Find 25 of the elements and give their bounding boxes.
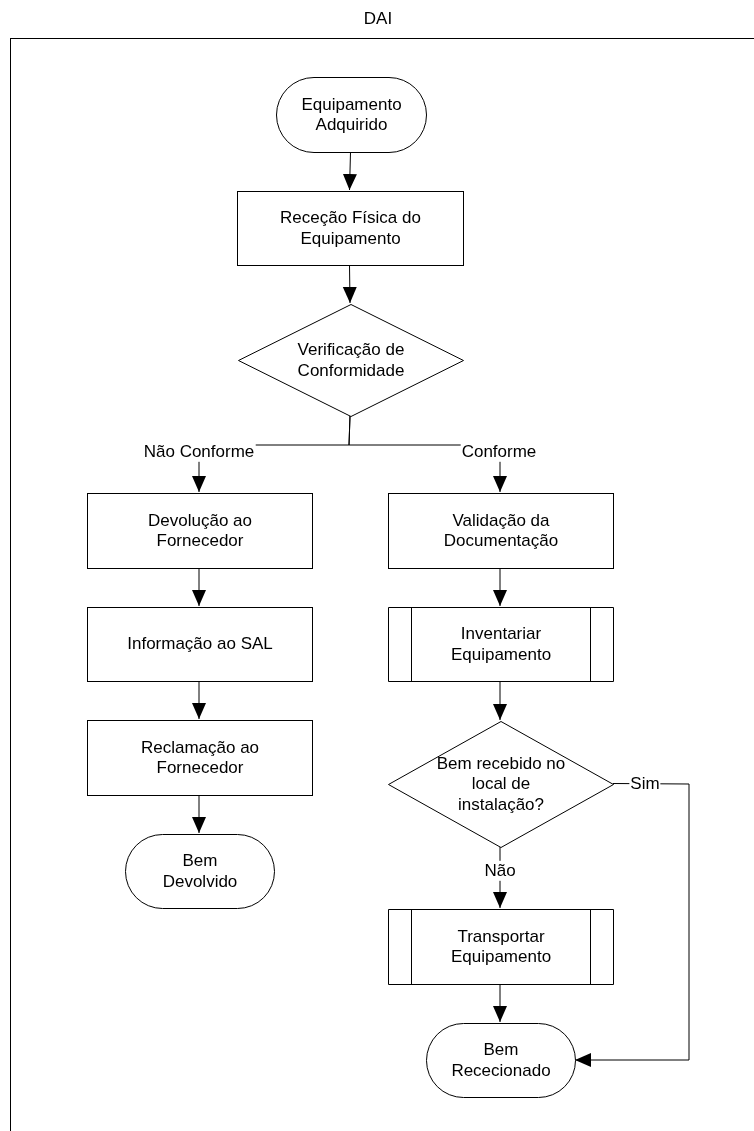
node-label: Bem Rececionado [450, 1040, 552, 1081]
arrow [192, 567, 206, 607]
arrow [493, 567, 507, 607]
node-label: Receção Física do Equipamento [279, 208, 422, 249]
node-label: Bem Devolvido [161, 851, 239, 892]
node-label: Reclamação ao Fornecedor [139, 737, 261, 779]
node-label: Transportar Equipamento [449, 926, 553, 968]
node-label: Devolução ao Fornecedor [147, 510, 253, 552]
arrow [192, 794, 206, 834]
node-label: Inventariar Equipamento [449, 624, 553, 665]
node-label: Verificação de Conformidade [296, 340, 406, 381]
lane-title: DAI [362, 9, 394, 30]
node-label: Validação da Documentação [442, 510, 560, 552]
edge-label: Não Conforme [142, 441, 256, 463]
node-label: Bem recebido no local de instalação? [435, 753, 567, 816]
arrow [342, 151, 357, 191]
arrow [493, 680, 507, 721]
edge-label: Conforme [460, 441, 538, 463]
arrow [342, 264, 357, 304]
arrow [493, 983, 507, 1023]
node-label: Informação ao SAL [126, 634, 274, 655]
edge-label: Não [483, 860, 517, 882]
arrow [574, 783, 690, 1067]
node-label: Equipamento Adquirido [300, 94, 403, 136]
arrow [192, 680, 206, 720]
